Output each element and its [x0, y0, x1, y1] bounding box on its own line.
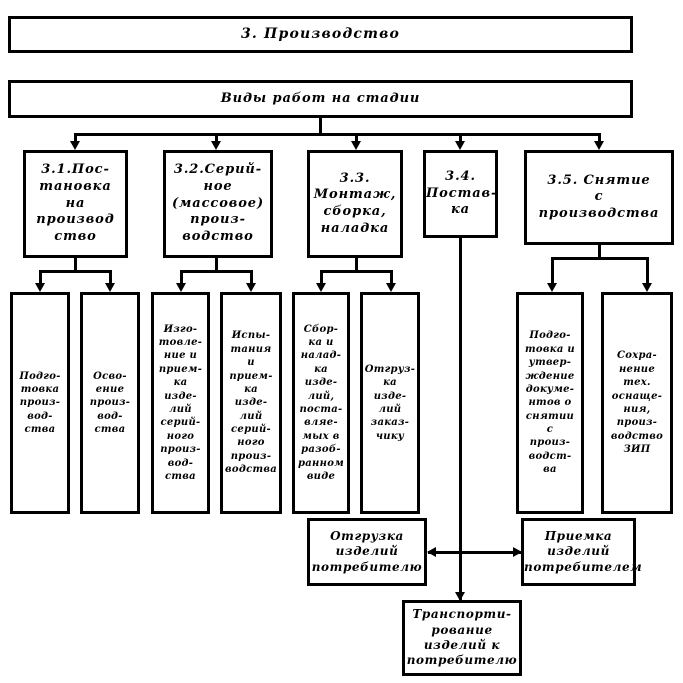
connector-to-stage-3-1	[74, 133, 77, 144]
arrow-task-dokumenty	[547, 283, 557, 292]
arrow-task-otgruzka-zakazchiku	[386, 283, 396, 292]
title-box-label: 3. Производство	[240, 25, 401, 42]
arrow-to-stage-3-3	[351, 141, 361, 150]
stage-box-3-4-label: 3.4.Постав-ка	[426, 169, 498, 218]
connector-3-5-stem	[598, 245, 601, 259]
connector-to-stage-3-4	[459, 133, 462, 144]
arrow-task-sohranenie	[642, 283, 652, 292]
subtitle-box-label: Виды работ на стадии	[220, 90, 421, 106]
connector-to-stage-3-2	[215, 133, 218, 144]
arrow-to-transport-box	[455, 592, 465, 601]
connector-3-5-child-1	[551, 257, 554, 285]
stage-box-3-2[interactable]: 3.2.Серий-ное(массовое)произ-водство	[163, 150, 273, 258]
arrow-task-ispytaniya	[246, 283, 256, 292]
arrow-to-stage-3-1	[70, 141, 80, 150]
arrow-to-stage-3-2	[211, 141, 221, 150]
subtitle-box: Виды работ на стадии	[8, 80, 633, 118]
connector-3-1-bus	[39, 270, 112, 273]
connector-3-3-bus	[320, 270, 393, 273]
connector-3-1-child-2	[109, 270, 112, 285]
connector-to-stage-3-5	[598, 133, 601, 144]
connector-3-2-child-2	[250, 270, 253, 285]
connector-3-5-bus	[551, 257, 649, 260]
arrow-to-stage-3-4	[455, 141, 465, 150]
connector-stage-bus	[74, 133, 601, 136]
connector-3-2-stem	[215, 258, 218, 272]
connector-3-2-child-1	[180, 270, 183, 285]
arrow-to-stage-3-5	[594, 141, 604, 150]
connector-3-2-bus	[180, 270, 253, 273]
arrow-to-acceptance-box	[513, 547, 522, 557]
arrow-to-shipment-box	[427, 547, 436, 557]
connector-3-1-stem	[74, 258, 77, 272]
connector-3-3-child-2	[390, 270, 393, 285]
connector-3-1-child-1	[39, 270, 42, 285]
arrow-task-sborka	[316, 283, 326, 292]
connector-3-3-child-1	[320, 270, 323, 285]
stage-box-3-2-label: 3.2.Серий-ное(массовое)произ-водство	[171, 162, 265, 244]
connector-3-5-child-2	[646, 257, 649, 285]
arrow-task-osvoenie	[105, 283, 115, 292]
stage-box-3-4[interactable]: 3.4.Постав-ка	[423, 150, 498, 238]
title-box: 3. Производство	[8, 16, 633, 53]
connector-to-stage-3-3	[355, 133, 358, 144]
arrow-task-podgotovka	[35, 283, 45, 292]
connector-shipment-acceptance	[428, 551, 521, 554]
connector-3-4-to-transport	[459, 238, 462, 600]
arrow-task-izgotovlenie	[176, 283, 186, 292]
connector-3-3-stem	[355, 258, 358, 272]
stage-box-3-3[interactable]: 3.3.Монтаж,сборка,наладка	[307, 150, 403, 258]
stage-box-3-3-label: 3.3.Монтаж,сборка,наладка	[313, 170, 397, 236]
connector-subtitle-stem	[319, 118, 322, 135]
